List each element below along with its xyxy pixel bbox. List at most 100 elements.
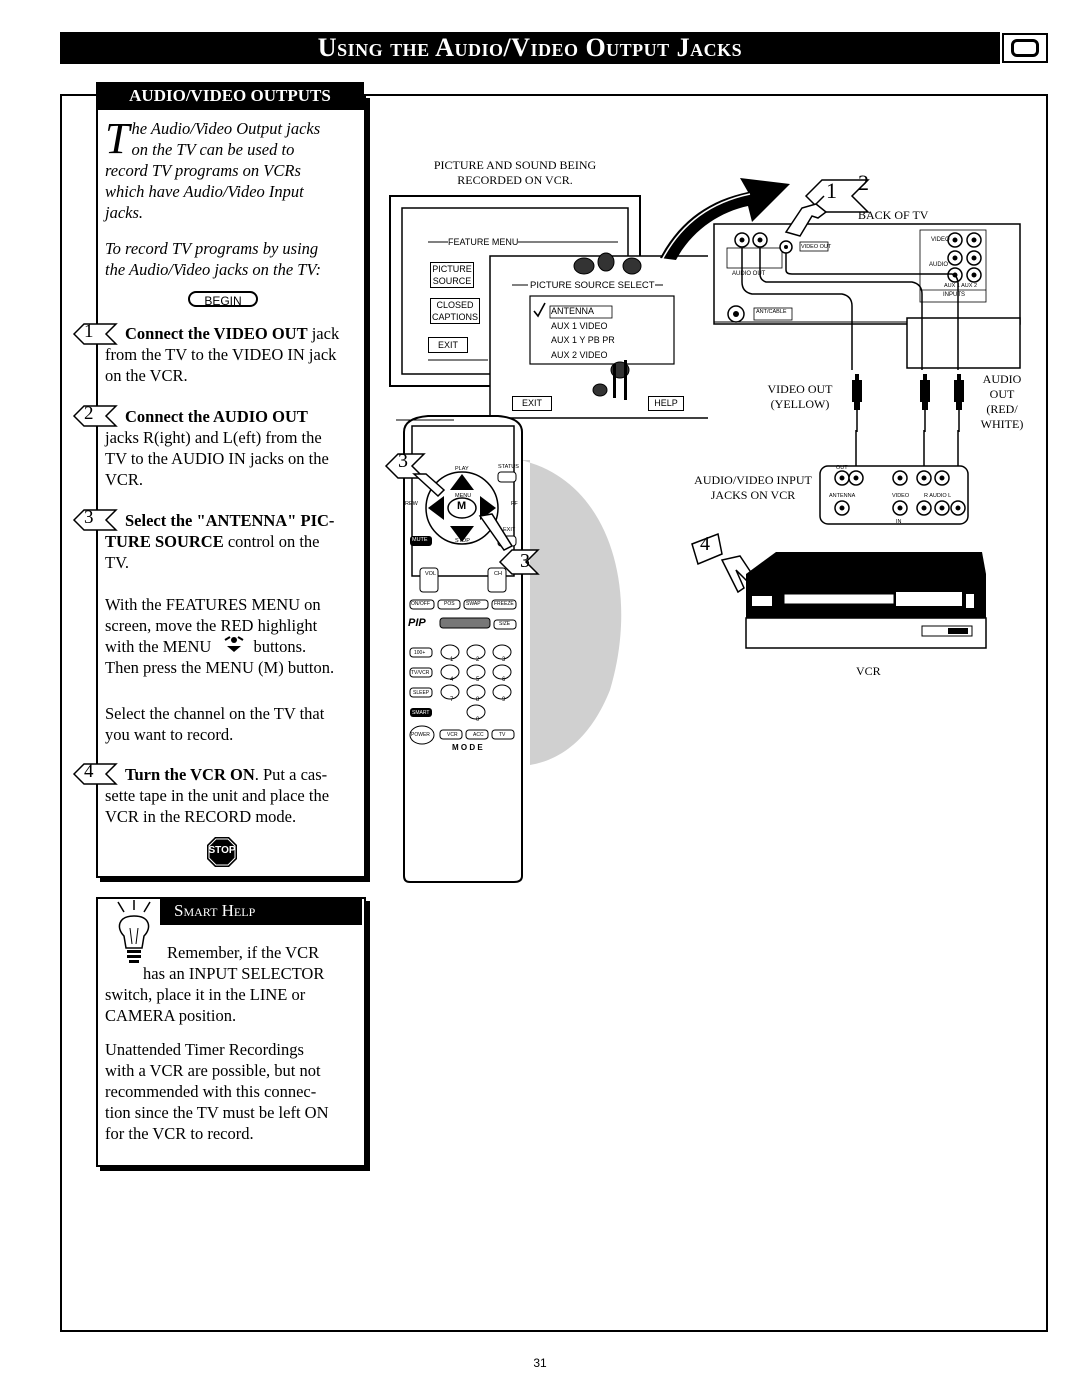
- step-2-bold: Connect the AUDIO OUT: [125, 407, 308, 426]
- signal-line: [396, 419, 454, 421]
- step-1-rest: jack: [307, 324, 340, 343]
- source-option: AUX 1 Y PB PR: [551, 335, 615, 345]
- step-4-number: 4: [84, 761, 94, 782]
- remote-onoff-label: ON/OFF: [411, 601, 430, 607]
- help-button: HELP: [648, 396, 684, 411]
- step-3-bold2: TURE SOURCE: [105, 532, 224, 551]
- page-number: 31: [533, 1356, 547, 1370]
- help-line: has an INPUT SELECTOR: [143, 964, 325, 983]
- menu-item-line: SOURCE: [432, 276, 472, 286]
- step-4-bold: Turn the VCR ON: [125, 765, 255, 784]
- step-4-line: sette tape in the unit and place the: [105, 786, 330, 805]
- help-line: tion since the TV must be left ON: [105, 1103, 329, 1122]
- vcr-in-label: IN: [896, 519, 902, 525]
- step-1-badge: [72, 323, 118, 345]
- para-line: screen, move the RED highlight: [105, 616, 318, 635]
- remote-stop-label: STOP: [455, 538, 470, 544]
- step-3-rest: control on the: [223, 532, 320, 551]
- step-4-rest: . Put a cas-: [254, 765, 328, 784]
- step-2-text: Connect the AUDIO OUT jacks R(ight) and …: [105, 406, 365, 490]
- menu-arrows-icon: [224, 636, 244, 652]
- caption-line: RECORDED ON VCR.: [457, 173, 573, 187]
- help-line: recommended with this connec-: [105, 1082, 317, 1101]
- intro-paragraph: T he Audio/Video Output jacks on the TV …: [105, 117, 365, 223]
- remote-swap-label: SWAP: [466, 601, 481, 607]
- source-option: AUX 2 VIDEO: [551, 349, 608, 360]
- step-3-callout-bottom: 3: [520, 550, 530, 572]
- help-line: with a VCR are possible, but not: [105, 1061, 321, 1080]
- remote-ch-label: CH: [494, 571, 502, 577]
- remote-menu-label: MENU: [455, 493, 472, 499]
- video-out-line: (YELLOW): [770, 397, 830, 411]
- jack-video-label: VIDEO: [931, 237, 950, 243]
- remote-tvvcr-label: TV/VCR: [411, 670, 430, 676]
- vcr-audio-label: R AUDIO L: [924, 493, 952, 499]
- intro-line: on the TV can be used to: [131, 140, 295, 159]
- vcr-out-label: OUT: [836, 465, 848, 471]
- stop-sign-icon: STOP: [206, 836, 238, 868]
- help-line: CAMERA position.: [105, 1006, 237, 1025]
- jack-video-out-label: VIDEO OUT: [801, 244, 832, 250]
- step-1-callout: 1: [826, 178, 837, 203]
- intro-line: jacks.: [105, 203, 144, 222]
- jack-aux-label: AUX 1 AUX 2: [944, 283, 978, 289]
- remote-acc-label: ACC: [473, 732, 484, 738]
- audio-out-line: (RED/: [986, 402, 1018, 416]
- av-input-label: AUDIO/VIDEO INPUT JACKS ON VCR: [688, 473, 818, 503]
- exit-button: EXIT: [512, 396, 552, 411]
- remote-play-label: PLAY: [455, 466, 469, 472]
- remote-m-label: M: [457, 500, 467, 512]
- step-2-callout: 2: [858, 170, 869, 195]
- para-line: you want to record.: [105, 725, 234, 744]
- remote-exit-label: EXIT: [503, 527, 516, 533]
- jack-audio-label: AUDIO: [929, 262, 949, 268]
- step-1-line: from the TV to the VIDEO IN jack: [105, 345, 337, 364]
- step-2-line: VCR.: [105, 470, 144, 489]
- step-4-line: VCR in the RECORD mode.: [105, 807, 297, 826]
- tv-icon: [1002, 33, 1048, 63]
- vcr-antenna-label: ANTENNA: [829, 493, 856, 499]
- video-out-label: VIDEO OUT (YELLOW): [758, 382, 842, 412]
- para-line: Select the channel on the TV that: [105, 704, 325, 723]
- step-1-bold: Connect the VIDEO OUT: [125, 324, 308, 343]
- begin-badge: BEGIN: [188, 291, 258, 308]
- step-4-callout: 4: [700, 533, 710, 555]
- step-3-hand-top: [384, 453, 446, 498]
- remote-size-label: SIZE: [499, 621, 511, 627]
- video-out-line: VIDEO OUT: [767, 382, 833, 396]
- remote-power-label: POWER: [411, 732, 430, 738]
- vcr-device-illustration: [691, 532, 987, 649]
- jack-ant-label: ANT/CABLE: [756, 309, 787, 315]
- smart-help-title: Smart Help: [160, 897, 362, 925]
- closed-captions-menu-item: CLOSED CAPTIONS: [430, 298, 480, 324]
- intro-line: he Audio/Video Output jacks: [131, 119, 321, 138]
- remote-ff-label: FF: [511, 501, 518, 507]
- instr-line: the Audio/Video jacks on the TV:: [105, 260, 321, 279]
- step-3-line: TV.: [105, 553, 129, 572]
- remote-pos-label: POS: [444, 601, 455, 607]
- lightbulb-icon: [117, 900, 151, 963]
- remote-smart-label: SMART: [412, 710, 430, 716]
- para-line: With the FEATURES MENU on: [105, 595, 321, 614]
- help-line: for the VCR to record.: [105, 1124, 254, 1143]
- remote-100-label: 100+: [414, 650, 426, 656]
- remote-rew-label: REW: [405, 501, 418, 507]
- step-1-number: 1: [84, 321, 94, 342]
- intro-line: record TV programs on VCRs: [105, 161, 301, 180]
- source-options: ANTENNA AUX 1 VIDEO AUX 1 Y PB PR AUX 2 …: [551, 304, 615, 362]
- help-line: Remember, if the VCR: [167, 943, 320, 962]
- step-2-line: jacks R(ight) and L(eft) from the: [105, 428, 322, 447]
- vcr-label: VCR: [856, 664, 881, 678]
- jack-inputs-label: INPUTS: [943, 292, 966, 298]
- remote-mode-label: M O D E: [452, 743, 483, 752]
- audio-out-line: AUDIO: [982, 372, 1022, 386]
- instr-line: To record TV programs by using: [105, 239, 319, 258]
- para-line: Then press the MENU (M) button.: [105, 658, 335, 677]
- page-title: Using the Audio/Video Output Jacks: [317, 33, 743, 62]
- vcr-input-panel: [819, 430, 969, 525]
- section-title: AUDIO/VIDEO OUTPUTS: [96, 82, 364, 110]
- help-line: switch, place it in the LINE or: [105, 985, 306, 1004]
- audio-out-line: OUT: [989, 387, 1015, 401]
- step-3-callout-top: 3: [398, 450, 408, 472]
- instructions-lead: To record TV programs by using the Audio…: [105, 238, 365, 280]
